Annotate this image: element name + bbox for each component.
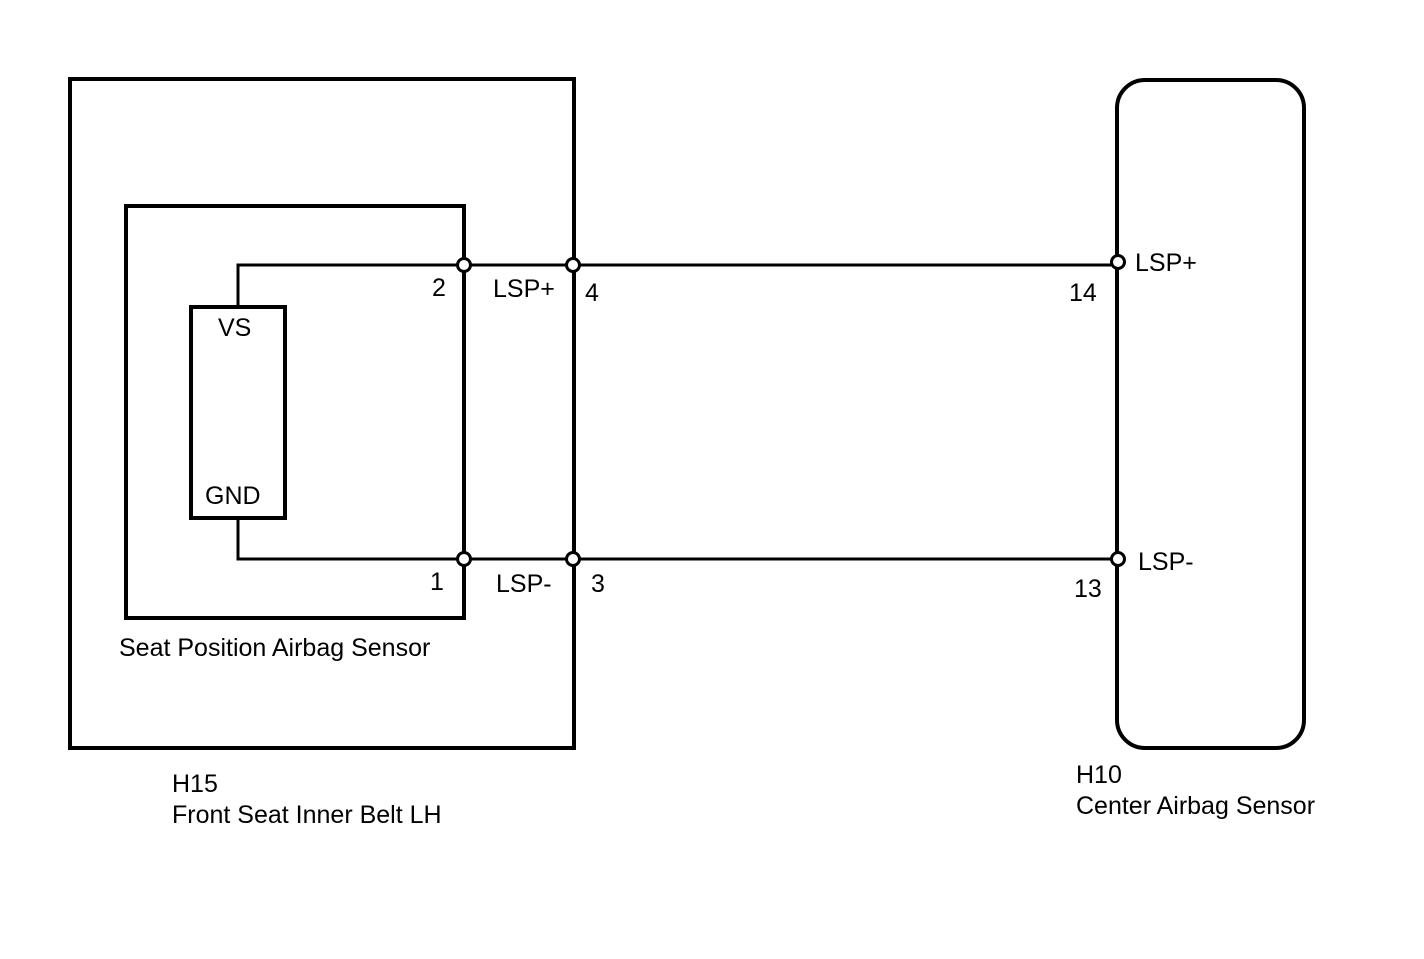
h10-lsp-minus-label: LSP- xyxy=(1138,548,1194,576)
gnd-internal-wire xyxy=(236,518,464,561)
seat-position-sensor-box xyxy=(124,204,466,620)
sensor-pin-2-node xyxy=(456,257,472,273)
h15-lsp-minus-label: LSP- xyxy=(496,570,552,598)
center-airbag-sensor-box xyxy=(1115,78,1306,750)
h15-pin-3-label: 3 xyxy=(591,570,605,598)
sensor-pin-2-label: 2 xyxy=(432,274,446,302)
h15-pin-4-node xyxy=(565,257,581,273)
gnd-terminal-label: GND xyxy=(205,482,261,510)
sensor-pin-1-node xyxy=(456,551,472,567)
h10-pin-13-label: 13 xyxy=(1074,575,1102,603)
h15-pin-4-label: 4 xyxy=(585,279,599,307)
seat-position-sensor-caption: Seat Position Airbag Sensor xyxy=(119,634,430,662)
h10-pin-13-node xyxy=(1110,551,1126,567)
front-seat-inner-belt-housing xyxy=(68,77,576,750)
sensor-pin-1-label: 1 xyxy=(430,568,444,596)
vs-internal-wire xyxy=(236,263,464,307)
h15-code-label: H15 xyxy=(172,770,218,798)
h10-lsp-plus-label: LSP+ xyxy=(1135,249,1197,277)
vs-terminal-label: VS xyxy=(218,314,251,342)
h10-name-label: Center Airbag Sensor xyxy=(1076,792,1315,820)
h10-code-label: H10 xyxy=(1076,761,1122,789)
h15-name-label: Front Seat Inner Belt LH xyxy=(172,801,442,829)
h15-lsp-plus-label: LSP+ xyxy=(493,275,555,303)
h10-pin-14-label: 14 xyxy=(1069,279,1097,307)
h10-pin-14-node xyxy=(1110,254,1126,270)
h15-pin-3-node xyxy=(565,551,581,567)
